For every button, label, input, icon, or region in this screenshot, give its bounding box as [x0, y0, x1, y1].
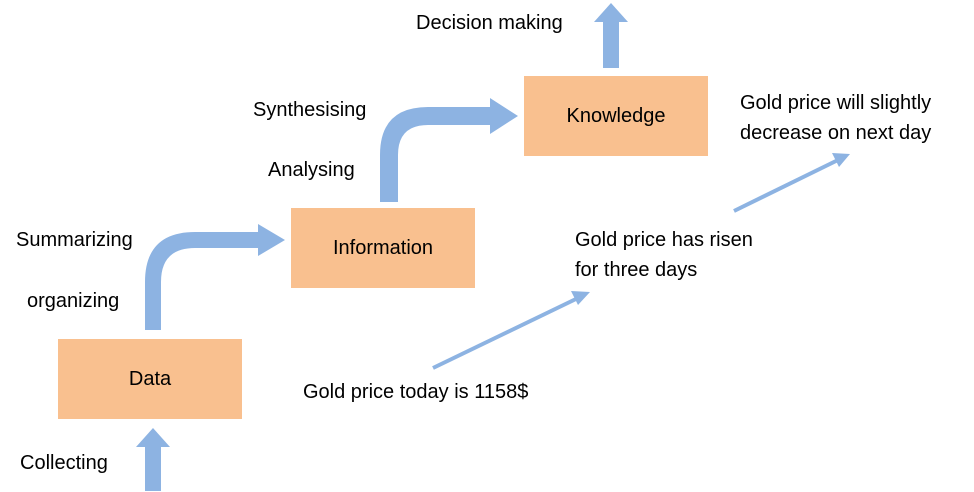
example-arrow-1-line [432, 296, 579, 370]
decision-making-label: Decision making [416, 12, 563, 34]
data-to-information-arrow [145, 224, 285, 330]
knowledge-box: Knowledge [524, 76, 708, 156]
decision-making-arrow [594, 3, 628, 68]
example-arrow-1-head [571, 291, 590, 305]
organizing-label: organizing [27, 290, 120, 312]
information-box: Information [291, 208, 475, 288]
example-information-line-2: for three days [575, 259, 698, 281]
knowledge-box-label: Knowledge [566, 104, 666, 127]
analysing-label: Analysing [268, 159, 355, 181]
example-knowledge-line-1: Gold price will slightly [740, 92, 932, 114]
example-data-note: Gold price today is 1158$ [303, 381, 529, 403]
example-arrow-2-head [832, 153, 850, 167]
example-information-line-1: Gold price has risen [575, 229, 753, 251]
example-knowledge-note: Gold price will slightly decrease on nex… [740, 88, 931, 148]
summarizing-label: Summarizing [16, 229, 133, 251]
data-box: Data [58, 339, 242, 419]
information-box-label: Information [332, 236, 434, 259]
data-box-label: Data [128, 367, 172, 390]
example-knowledge-line-2: decrease on next day [740, 122, 932, 144]
collecting-arrow [136, 428, 170, 491]
example-information-note: Gold price has risen for three days [575, 225, 753, 285]
example-arrow-2-line [733, 158, 839, 213]
synthesising-label: Synthesising [253, 99, 367, 121]
information-to-knowledge-arrow [380, 98, 518, 202]
collecting-label: Collecting [20, 452, 108, 474]
